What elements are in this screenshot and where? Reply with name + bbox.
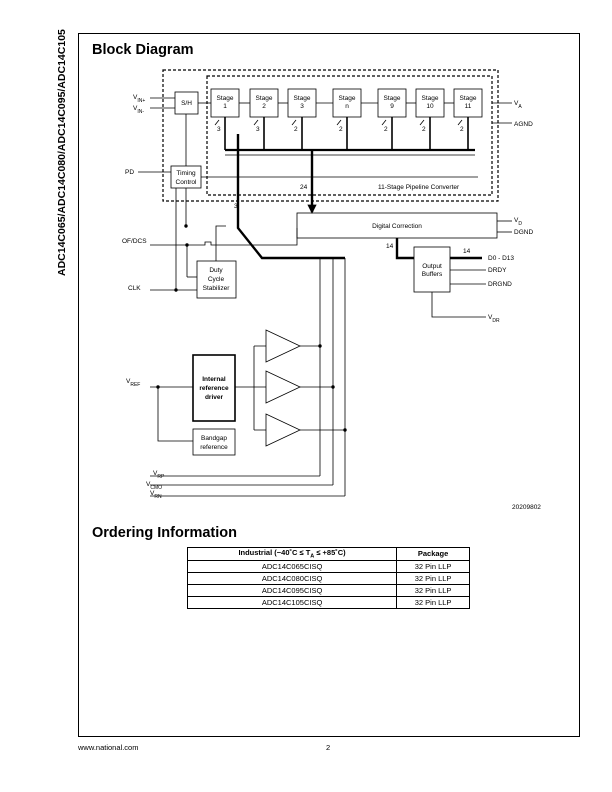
block-diagram-heading: Block Diagram	[92, 42, 194, 58]
va-label: VA	[514, 100, 522, 110]
analog-dashed-box	[162, 69, 499, 202]
drdy-label: DRDY	[488, 267, 507, 274]
bus24-label: 24	[300, 184, 308, 191]
package-cell: 32 Pin LLP	[396, 583, 470, 597]
stage-label: Stage	[339, 95, 356, 102]
stage-number: 3	[300, 103, 304, 110]
ordering-table: Industrial (−40˚C ≤ TA ≤ +85˚C) Package …	[186, 547, 470, 609]
bus3-label: 3	[234, 203, 238, 210]
vdr-label: VDR	[488, 314, 500, 324]
stage-number: 11	[465, 103, 472, 110]
vd-label: VD	[514, 217, 522, 227]
stage-number: 9	[390, 103, 394, 110]
stage-number: 2	[262, 103, 266, 110]
part-cell: ADC14C105CISQ	[186, 595, 398, 609]
pd-label: PD	[125, 169, 134, 176]
buffer-amp-mid	[265, 370, 301, 404]
stage-bits: 2	[460, 126, 464, 133]
vcmo-label: VCMO	[146, 481, 162, 491]
drgnd-label: DRGND	[488, 281, 512, 288]
stage-label: Stage	[422, 95, 439, 102]
clk-label: CLK	[128, 285, 141, 292]
ordering-header-row: Industrial (−40˚C ≤ TA ≤ +85˚C) Package	[186, 547, 470, 561]
stage-label: Stage	[217, 95, 234, 102]
buffer-amp-bottom	[265, 413, 301, 447]
int-label-2: reference	[199, 385, 229, 392]
output-label-2: Buffers	[422, 271, 443, 278]
pipeline-dashed-box	[206, 75, 493, 196]
ordering-heading: Ordering Information	[92, 525, 237, 541]
stage-bits: 3	[256, 126, 260, 133]
package-cell: 32 Pin LLP	[396, 559, 470, 573]
page-frame	[78, 33, 580, 737]
pipeline-stages: Stage13Stage23Stage32Stagen2Stage92Stage…	[210, 88, 483, 150]
output-label-1: Output	[422, 263, 442, 270]
d0-d13-label: D0 - D13	[488, 255, 514, 262]
internal-reference-driver-block	[192, 354, 236, 422]
stage-label: Stage	[256, 95, 273, 102]
stage-number: 10	[426, 103, 434, 110]
vrn-label: VRN	[150, 490, 162, 500]
footer-site[interactable]: www.national.com	[78, 743, 139, 752]
package-cell: 32 Pin LLP	[396, 595, 470, 609]
int-label-1: Internal	[202, 376, 226, 383]
vin-plus-label: VIN+	[133, 94, 145, 104]
stage-label: Stage	[384, 95, 401, 102]
stage-bits: 3	[217, 126, 221, 133]
package-header: Package	[396, 547, 470, 561]
agnd-label: AGND	[514, 121, 533, 128]
footer-page-number: 2	[326, 743, 331, 752]
duty-label-3: Stabilizer	[203, 285, 231, 292]
dgnd-label: DGND	[514, 229, 533, 236]
bus14a-label: 14	[386, 243, 394, 250]
duty-label-1: Duty	[209, 267, 223, 274]
part-cell: ADC14C095CISQ	[186, 583, 398, 597]
bg-label-2: reference	[200, 444, 228, 451]
bg-label-1: Bandgap	[201, 435, 227, 442]
part-cell: ADC14C080CISQ	[186, 571, 398, 585]
stage-bits: 2	[384, 126, 388, 133]
stage-number: 1	[223, 103, 227, 110]
int-label-3: driver	[205, 394, 224, 401]
stage-label: Stage	[460, 95, 477, 102]
package-cell: 32 Pin LLP	[396, 571, 470, 585]
duty-cycle-stabilizer-block	[196, 260, 237, 299]
stage-bits: 2	[294, 126, 298, 133]
vrp-label: VRP	[153, 470, 165, 480]
stage-bits: 2	[422, 126, 426, 133]
part-cell: ADC14C065CISQ	[186, 559, 398, 573]
industrial-header: Industrial (−40˚C ≤ TA ≤ +85˚C)	[186, 547, 398, 561]
stage-bits: 2	[339, 126, 343, 133]
vin-minus-label: VIN-	[133, 105, 144, 115]
pipeline-caption: 11-Stage Pipeline Converter	[378, 184, 460, 191]
vref-label: VREF	[126, 378, 140, 388]
timing-label-2: Control	[176, 179, 198, 186]
digital-correction-label: Digital Correction	[372, 223, 422, 230]
duty-label-2: Cycle	[208, 276, 225, 283]
bandgap-reference-block	[192, 428, 236, 456]
timing-label-1: Timing	[176, 170, 196, 177]
sh-label: S/H	[181, 100, 192, 107]
of-dcs-label: OF/DCS	[122, 238, 147, 245]
bus14b-label: 14	[463, 248, 471, 255]
stage-number: n	[345, 103, 349, 110]
buffer-amp-top	[265, 329, 301, 363]
figure-id: 20209802	[512, 504, 541, 511]
stage-label: Stage	[294, 95, 311, 102]
